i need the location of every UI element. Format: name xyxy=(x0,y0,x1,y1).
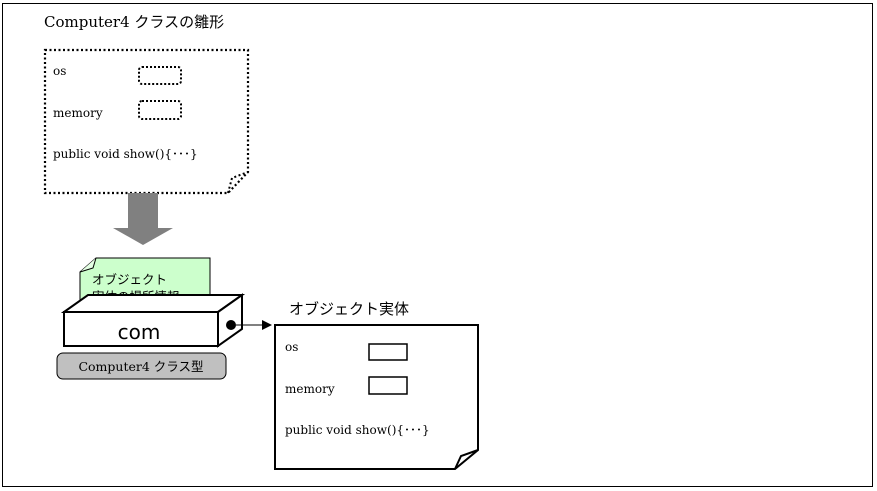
template-slot-memory xyxy=(138,100,182,120)
template-title: Computer4 クラスの雛形 xyxy=(44,13,224,31)
type-label: Computer4 クラス型 xyxy=(78,359,203,374)
object-slot-os xyxy=(368,343,408,361)
instantiate-arrow xyxy=(113,193,173,245)
template-method: public void show(){･･･} xyxy=(53,147,198,161)
object-field-os: os xyxy=(285,340,298,354)
template-field-os: os xyxy=(53,64,66,78)
template-slot-os xyxy=(138,66,182,85)
diagram-frame xyxy=(2,3,873,487)
reference-dot xyxy=(226,320,236,330)
object-method: public void show(){･･･} xyxy=(285,423,430,437)
object-field-memory: memory xyxy=(285,382,335,396)
object-slot-memory xyxy=(368,376,408,395)
object-card: os memory public void show(){･･･} xyxy=(274,324,479,470)
template-field-memory: memory xyxy=(53,106,103,120)
note-line-1: オブジェクト xyxy=(92,272,167,287)
variable-name: com xyxy=(118,320,161,344)
object-title: オブジェクト実体 xyxy=(289,300,409,318)
template-card: os memory public void show(){･･･} xyxy=(43,48,250,195)
type-badge: Computer4 クラス型 xyxy=(56,352,227,380)
variable-box: com xyxy=(60,293,246,348)
